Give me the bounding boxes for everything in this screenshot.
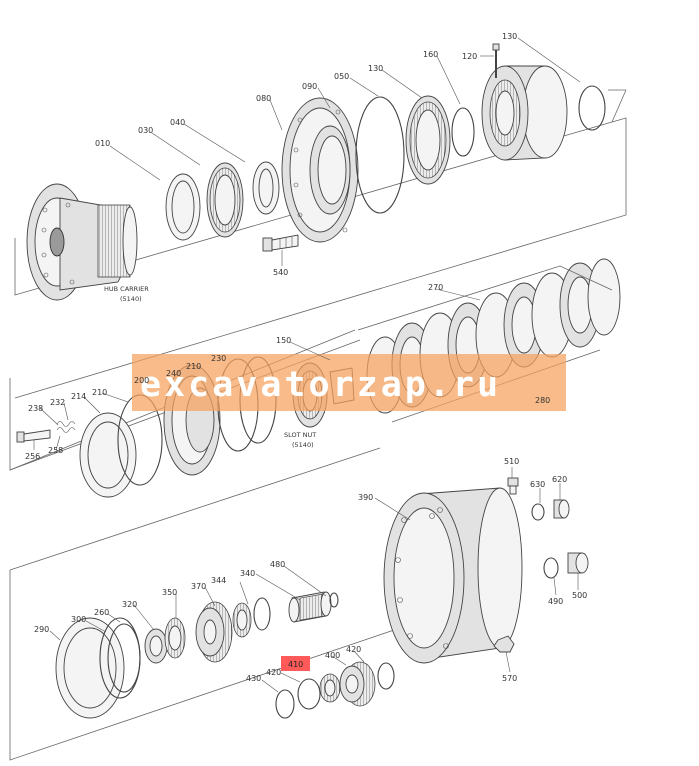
label-490: 490 [548,597,563,606]
part-080-ring [252,161,280,215]
part-620-plug [553,499,570,519]
label-620: 620 [552,475,567,484]
part-130-bearing [405,95,451,185]
part-540-bolt [262,234,299,252]
watermark-text: excavatorzap.ru [140,365,501,405]
part-260-ring [107,623,141,693]
label-130-ring: 130 [502,32,517,41]
part-214-plate [79,412,137,498]
caption-hub-carrier: HUB CARRIER [104,285,149,293]
caption-hub-carrier-ref: (5140) [120,295,142,303]
part-630-seal [531,503,545,521]
part-040-bearing [206,162,244,238]
part-labels: 010 030 040 080 090 050 130 160 120 130 … [25,32,587,683]
label-210-top: 210 [186,362,201,371]
part-510-bolt [507,477,519,495]
label-340: 340 [240,569,255,578]
part-390-hub-housing [383,487,523,664]
part-258-spring [56,421,76,433]
label-130-bearing: 130 [368,64,383,73]
part-090-hub [281,97,359,243]
part-480-shaft [288,591,332,623]
part-500-plug [567,552,589,574]
label-258: 258 [48,446,63,455]
label-040: 040 [170,118,185,127]
part-320-bushing [144,628,168,664]
label-480: 480 [270,560,285,569]
label-232: 232 [50,398,65,407]
label-230: 230 [211,354,226,363]
label-630: 630 [530,480,545,489]
label-430: 430 [246,674,261,683]
part-030-seal-ring [165,173,201,241]
label-120: 120 [462,52,477,61]
label-256: 256 [25,452,40,461]
caption-slot-nut: SLOT NUT [284,431,316,439]
section-frame-bottom [9,447,401,761]
part-490-seal [543,557,559,579]
hub-carrier [26,183,138,301]
part-480-washer [329,592,339,608]
part-410-needle-bearing [319,673,341,703]
label-030: 030 [138,126,153,135]
part-370-planetary-gear [195,601,233,663]
part-400-planet-gear [339,661,376,707]
label-090: 090 [302,82,317,91]
label-540: 540 [273,268,288,277]
label-410: 410 [288,660,303,669]
label-390: 390 [358,493,373,502]
section-frame-top [14,89,627,399]
label-080: 080 [256,94,271,103]
label-238: 238 [28,404,43,413]
part-420-ring-left [297,678,321,710]
label-290: 290 [34,625,49,634]
part-570-drain-plug [493,635,515,653]
label-570: 570 [502,674,517,683]
part-160-ring-gear-housing [481,65,568,161]
watermark-banner: excavatorzap.ru [132,354,566,411]
label-500: 500 [572,591,587,600]
part-340-snap-ring [253,597,271,631]
part-430-ring [275,689,295,719]
part-290-cover-disc [55,617,125,719]
label-320: 320 [122,600,137,609]
highlight-box-410 [281,656,310,671]
part-050-o-ring [355,96,405,214]
label-160: 160 [423,50,438,59]
label-344: 344 [211,576,226,585]
label-150: 150 [276,336,291,345]
part-120-pin [492,43,500,78]
label-280: 280 [535,396,550,405]
label-200: 200 [134,376,149,385]
label-010: 010 [95,139,110,148]
part-344-ring [232,602,252,638]
label-214: 214 [71,392,86,401]
label-270: 270 [428,283,443,292]
part-350-gear-ring [164,617,186,659]
part-420-ring-right [377,662,395,690]
label-050: 050 [334,72,349,81]
part-retaining-ring [451,107,475,157]
leader-lines [33,37,581,693]
label-400: 400 [325,651,340,660]
label-210-left: 210 [92,388,107,397]
label-420-lower: 420 [266,668,281,677]
label-350: 350 [162,588,177,597]
caption-slot-nut-ref: (5140) [292,441,314,449]
part-130-snap-ring [578,85,606,131]
label-240: 240 [166,369,181,378]
label-300: 300 [71,615,86,624]
label-420-upper: 420 [346,645,361,654]
label-510: 510 [504,457,519,466]
label-370: 370 [191,582,206,591]
part-256-bolt [16,429,51,443]
label-260: 260 [94,608,109,617]
